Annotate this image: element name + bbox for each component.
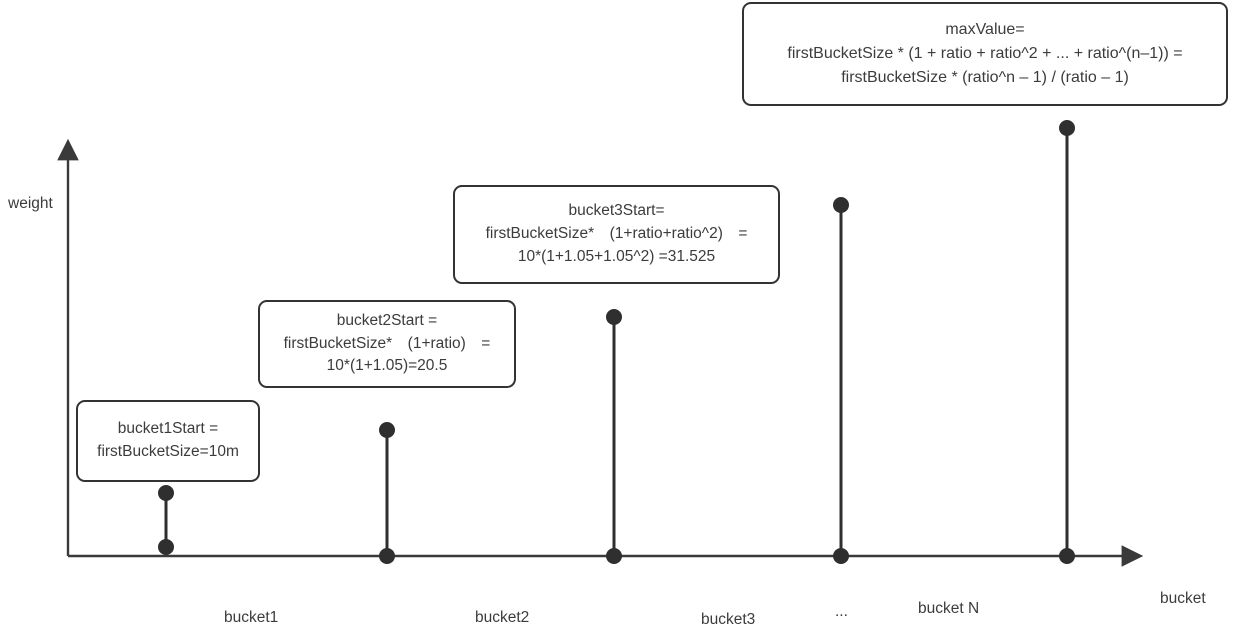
stem-bucket2 — [379, 422, 395, 564]
callout-bucket1-line-2: firstBucketSize=10m — [97, 443, 239, 460]
x-tick-label-ellipsis: ... — [835, 603, 848, 620]
callout-max-value: maxValue= firstBucketSize * (1 + ratio +… — [742, 2, 1228, 106]
y-axis-title: weight — [8, 195, 53, 212]
data-point-max-value-base — [1059, 548, 1075, 564]
x-tick-label-bucket-n: bucket N — [918, 600, 980, 617]
x-axis-title: bucket — [1160, 590, 1206, 607]
data-point-bucket-n-base — [833, 548, 849, 564]
callout-bucket1-line-1: bucket1Start = — [117, 420, 219, 438]
callout-bucket2-line-2: firstBucketSize* (1+ratio) = — [283, 334, 491, 352]
callout-bucket2: bucket2Start = firstBucketSize* (1+ratio… — [258, 300, 516, 388]
data-point-bucket3-top — [606, 309, 622, 325]
data-point-bucket2-base — [379, 548, 395, 564]
callout-bucket3-line-3: 10*(1+1.05+1.05^2) =31.525 — [517, 247, 716, 265]
x-tick-label-bucket1: bucket1 — [224, 609, 279, 626]
data-point-bucket1-top — [158, 485, 174, 501]
callout-bucket3-line-2: firstBucketSize* (1+ratio+ratio^2) = — [485, 225, 748, 243]
data-point-bucket2-top — [379, 422, 395, 438]
data-point-bucket-n-top — [833, 197, 849, 213]
callout-max-value-line-1: maxValue= — [945, 21, 1025, 39]
data-point-max-value-top — [1059, 120, 1075, 136]
stem-max-value — [1059, 120, 1075, 564]
callout-max-value-line-2: firstBucketSize * (1 + ratio + ratio^2 +… — [787, 45, 1183, 63]
callout-bucket3: bucket3Start= firstBucketSize* (1+ratio+… — [453, 185, 780, 284]
x-tick-label-bucket3: bucket3 — [701, 611, 756, 628]
stem-bucket-n — [833, 197, 849, 564]
callout-bucket1: bucket1Start = firstBucketSize=10m — [76, 400, 260, 482]
stem-bucket3 — [606, 309, 622, 564]
data-point-bucket1-base — [158, 539, 174, 555]
callout-bucket2-line-3: 10*(1+1.05)=20.5 — [326, 357, 448, 375]
callout-bucket3-line-1: bucket3Start= — [568, 202, 665, 220]
data-point-bucket3-base — [606, 548, 622, 564]
x-tick-label-bucket2: bucket2 — [475, 609, 530, 626]
callout-bucket2-line-1: bucket2Start = — [336, 311, 438, 329]
callout-max-value-line-3: firstBucketSize * (ratio^n – 1) / (ratio… — [841, 68, 1129, 86]
stem-bucket1 — [158, 485, 174, 555]
